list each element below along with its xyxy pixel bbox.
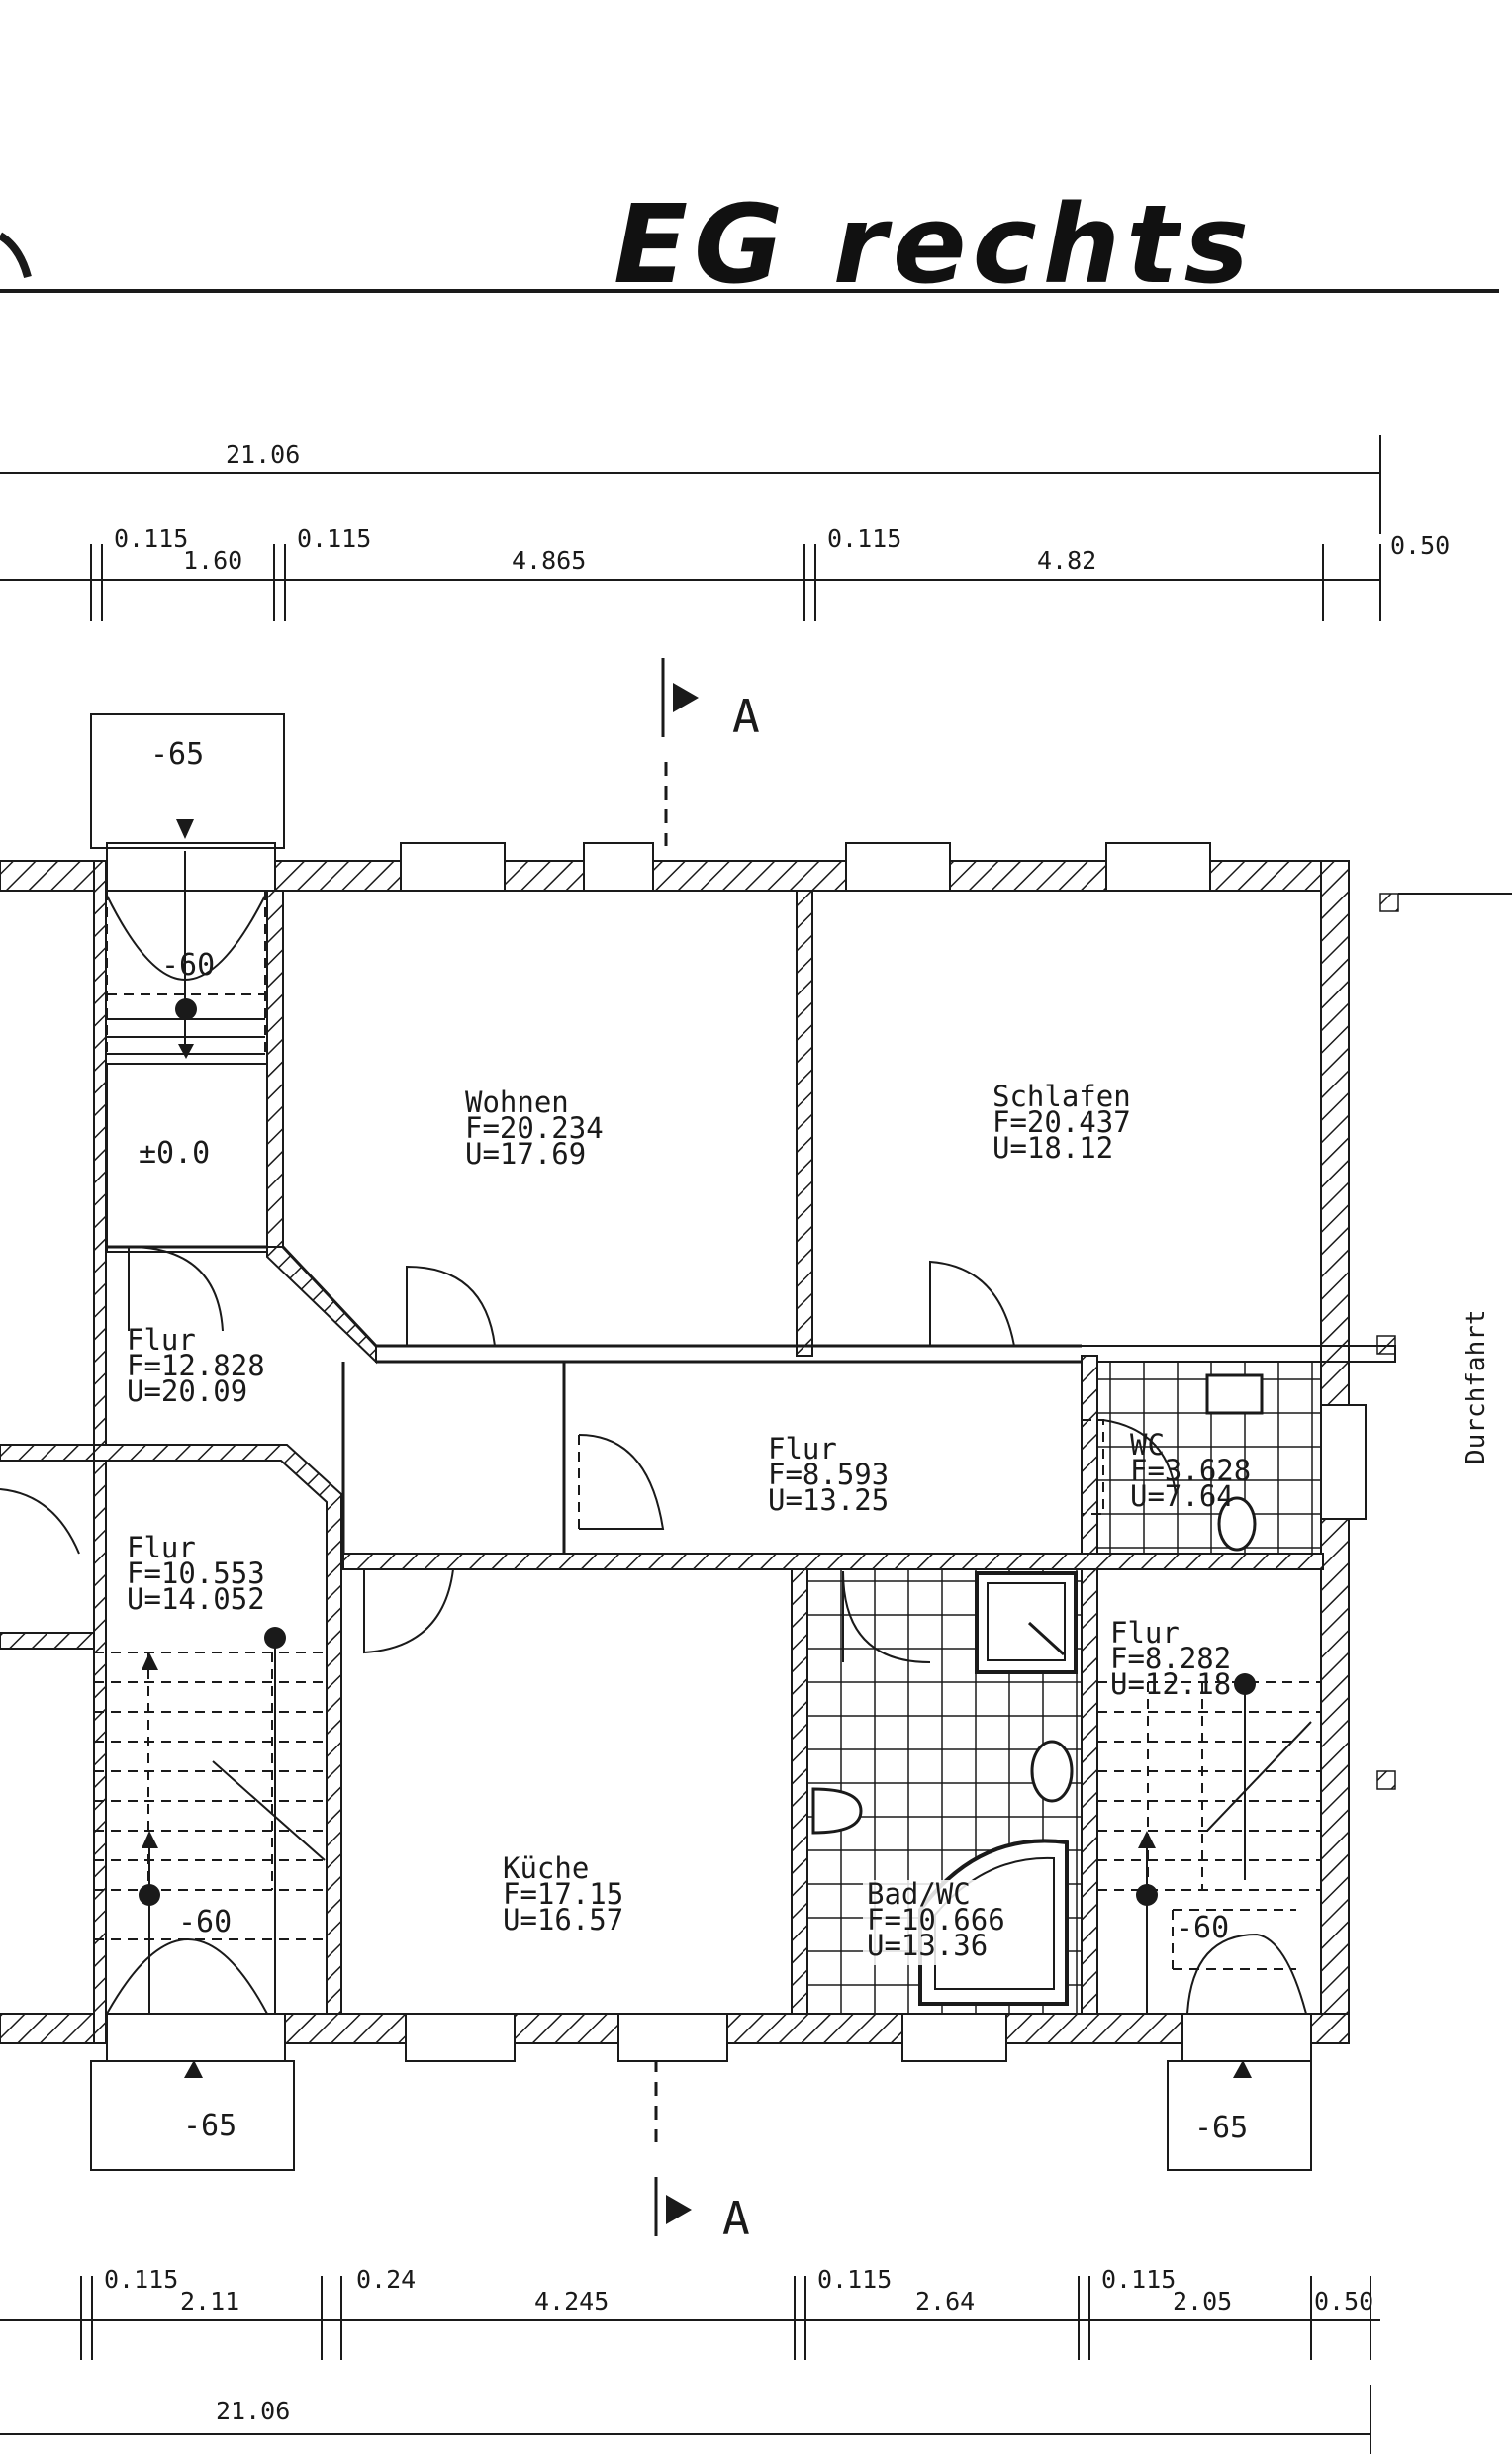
room-wc-area: F=3.628 xyxy=(1130,1454,1251,1487)
room-flur-1: Flur F=12.828 U=20.09 xyxy=(127,1323,265,1408)
room-schlafen-perimeter: U=18.12 xyxy=(992,1131,1113,1165)
section-marker-bottom: A xyxy=(654,2058,750,2245)
room-flur1-name: Flur xyxy=(127,1323,196,1357)
washbasin-icon xyxy=(1030,1740,1074,1803)
toilet-bad-icon xyxy=(811,1787,863,1835)
stair-bottom-right: -60 -65 xyxy=(1097,1673,1321,2171)
room-bad-perimeter: U=13.36 xyxy=(867,1929,988,1962)
dimension-chain-bottom: 0.115 2.11 0.24 4.245 0.115 2.64 0.115 2… xyxy=(0,2265,1380,2454)
section-arrow-bottom-icon xyxy=(666,2195,692,2224)
room-flur2-perimeter: U=13.25 xyxy=(768,1483,889,1517)
room-bad-area: F=10.666 xyxy=(867,1903,1005,1936)
room-flur1-area: F=12.828 xyxy=(127,1349,265,1382)
durchfahrt-label: Durchfahrt xyxy=(1462,1309,1491,1464)
wc xyxy=(1082,1362,1321,1554)
entry-arrow-top-icon xyxy=(176,819,194,839)
room-bad: Bad/WC F=10.666 U=13.36 xyxy=(863,1877,1005,1965)
stair-bottom-left: -60 -65 xyxy=(90,1627,327,2171)
dim-top-seg-1: 0.115 xyxy=(114,524,188,553)
wc-basin-icon xyxy=(1205,1373,1264,1415)
dim-top-seg-6: 4.82 xyxy=(1037,546,1096,575)
room-kueche-name: Küche xyxy=(503,1851,589,1885)
dim-bottom-total: 21.06 xyxy=(216,2397,290,2425)
dim-bottom-seg-9: 0.50 xyxy=(1314,2287,1373,2315)
room-wohnen-perimeter: U=17.69 xyxy=(465,1137,586,1171)
entrance-top: -65 -60 ±0.0 xyxy=(90,713,285,1253)
room-bad-name: Bad/WC xyxy=(867,1877,971,1911)
section-marker-top: A xyxy=(661,658,760,846)
level-entry-bottom-left: -65 xyxy=(183,2109,236,2143)
doors xyxy=(0,1246,1015,1654)
room-kueche-perimeter: U=16.57 xyxy=(503,1903,623,1936)
room-flur3-perimeter: U=14.052 xyxy=(127,1582,265,1616)
corridor-lines xyxy=(107,1245,1082,1554)
shower-tray xyxy=(975,1571,1078,1674)
room-flur-4: Flur F=8.282 U=12.18 xyxy=(1110,1616,1231,1701)
entry-arrow-bottom-right-icon xyxy=(1233,2060,1252,2078)
room-flur2-area: F=8.593 xyxy=(768,1458,889,1491)
room-schlafen: Schlafen F=20.437 U=18.12 xyxy=(992,1080,1131,1165)
stair-arrow-up-icon xyxy=(142,1652,158,1670)
dim-bottom-seg-8: 2.05 xyxy=(1173,2287,1232,2315)
dim-bottom-seg-7: 0.115 xyxy=(1101,2265,1176,2294)
dim-bottom-seg-4: 4.245 xyxy=(534,2287,609,2315)
dim-bottom-seg-5: 0.115 xyxy=(817,2265,892,2294)
room-flur4-perimeter: U=12.18 xyxy=(1110,1667,1231,1701)
room-wc-name: WC xyxy=(1130,1428,1165,1462)
room-kueche: Küche F=17.15 U=16.57 xyxy=(503,1851,623,1936)
room-wohnen-name: Wohnen xyxy=(465,1085,569,1119)
level-floor: ±0.0 xyxy=(139,1136,210,1171)
room-wohnen: Wohnen F=20.234 U=17.69 xyxy=(465,1085,604,1171)
dim-top-seg-5: 0.115 xyxy=(827,524,901,553)
dim-top-seg-7: 0.50 xyxy=(1390,531,1450,560)
outer-walls xyxy=(0,842,1512,2062)
room-wc-perimeter: U=7.64 xyxy=(1130,1479,1234,1513)
room-flur2-name: Flur xyxy=(768,1432,837,1465)
dim-bottom-seg-2: 2.11 xyxy=(180,2287,239,2315)
entry-arrow-bottom-left-icon xyxy=(184,2060,203,2078)
section-label-top: A xyxy=(732,690,760,743)
section-arrow-top-icon xyxy=(673,683,699,712)
dim-top-seg-3: 0.115 xyxy=(297,524,371,553)
heading-group: EG rechts xyxy=(0,181,1499,308)
room-flur-3: Flur F=10.553 U=14.052 xyxy=(127,1531,265,1616)
wc-toilet-icon xyxy=(1217,1496,1257,1552)
room-flur1-perimeter: U=20.09 xyxy=(127,1374,247,1408)
dim-top-total: 21.06 xyxy=(226,440,300,469)
dim-bottom-seg-3: 0.24 xyxy=(356,2265,416,2294)
room-wc: WC F=3.628 U=7.64 xyxy=(1130,1428,1251,1513)
level-landing-bottom-left: -60 xyxy=(178,1905,232,1939)
section-label-bottom: A xyxy=(722,2192,750,2245)
dimension-chain-top: 21.06 0.115 1.60 0.115 4.865 0.115 4.82 … xyxy=(0,435,1450,621)
level-landing-top: -60 xyxy=(161,948,215,983)
level-entry-top: -65 xyxy=(150,737,204,772)
level-landing-bottom-right: -60 xyxy=(1176,1911,1229,1945)
room-flur4-area: F=8.282 xyxy=(1110,1642,1231,1675)
room-schlafen-area: F=20.437 xyxy=(992,1105,1131,1139)
room-wohnen-area: F=20.234 xyxy=(465,1111,604,1145)
room-kueche-area: F=17.15 xyxy=(503,1877,623,1911)
dim-bottom-seg-1: 0.115 xyxy=(104,2265,178,2294)
level-entry-bottom-right: -65 xyxy=(1194,2111,1248,2145)
dim-top-seg-2: 1.60 xyxy=(183,546,242,575)
room-flur4-name: Flur xyxy=(1110,1616,1180,1650)
handwritten-fragment xyxy=(0,232,32,279)
dim-bottom-seg-6: 2.64 xyxy=(915,2287,975,2315)
room-schlafen-name: Schlafen xyxy=(992,1080,1131,1113)
interior-walls xyxy=(0,860,1396,2015)
room-flur3-name: Flur xyxy=(127,1531,196,1564)
stair-start-icon xyxy=(175,998,197,1020)
dim-top-seg-4: 4.865 xyxy=(512,546,586,575)
plan-heading: EG rechts xyxy=(614,181,1255,308)
room-flur3-area: F=10.553 xyxy=(127,1557,265,1590)
room-flur-2: Flur F=8.593 U=13.25 xyxy=(768,1432,889,1517)
